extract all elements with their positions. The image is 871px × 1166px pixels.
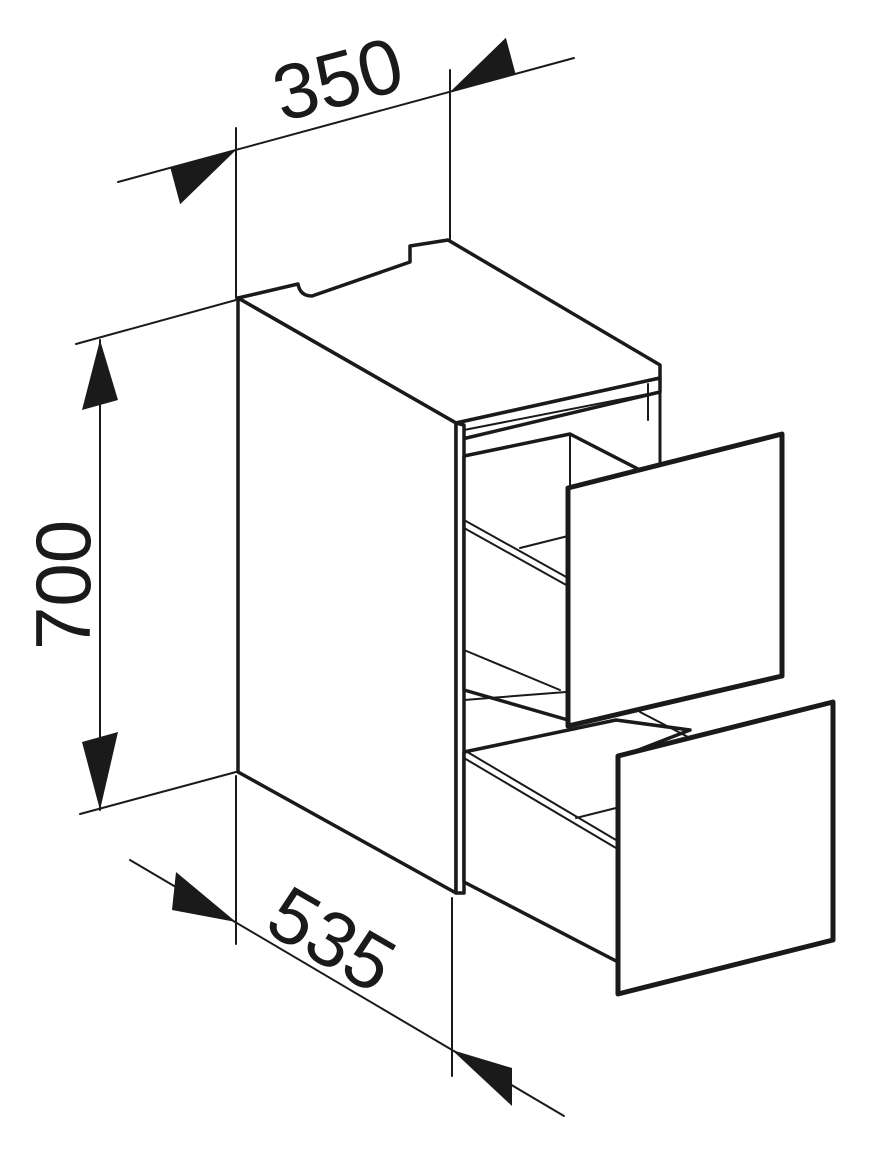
lower-drawer (462, 699, 836, 997)
height-label: 700 (19, 520, 107, 650)
top-rim-inner-line (463, 393, 649, 431)
height-extension-top (75, 299, 237, 345)
lower-drawer-bottom (575, 807, 617, 819)
depth-label: 535 (254, 869, 411, 1010)
height-arrow-top (82, 340, 118, 410)
cabinet-left-side-edge (454, 421, 466, 895)
upper-drawer-base-line (463, 649, 561, 691)
height-extension-bottom (79, 771, 237, 815)
width-arrow-left (170, 150, 236, 205)
upper-drawer-shelf (463, 691, 567, 701)
upper-drawer-bottom (519, 535, 569, 549)
upper-drawer-front (565, 431, 785, 729)
depth-arrow-right (452, 1050, 512, 1106)
cabinet-top (236, 238, 662, 425)
height-dimension: 700 (19, 299, 237, 815)
lower-drawer-back (639, 711, 691, 739)
cabinet-body (236, 238, 662, 895)
depth-arrow-left (172, 872, 236, 922)
upper-drawer-rail-lower (463, 527, 569, 587)
upper-drawer (462, 431, 785, 729)
lower-drawer-rail (463, 749, 617, 841)
height-arrow-bottom (82, 732, 118, 810)
upper-drawer-rail (463, 519, 569, 579)
lower-drawer-rail-lower (463, 757, 617, 849)
width-dimension: 350 (117, 20, 575, 299)
lower-drawer-front (615, 699, 836, 997)
width-label: 350 (264, 20, 412, 139)
width-arrow-right (450, 37, 516, 92)
